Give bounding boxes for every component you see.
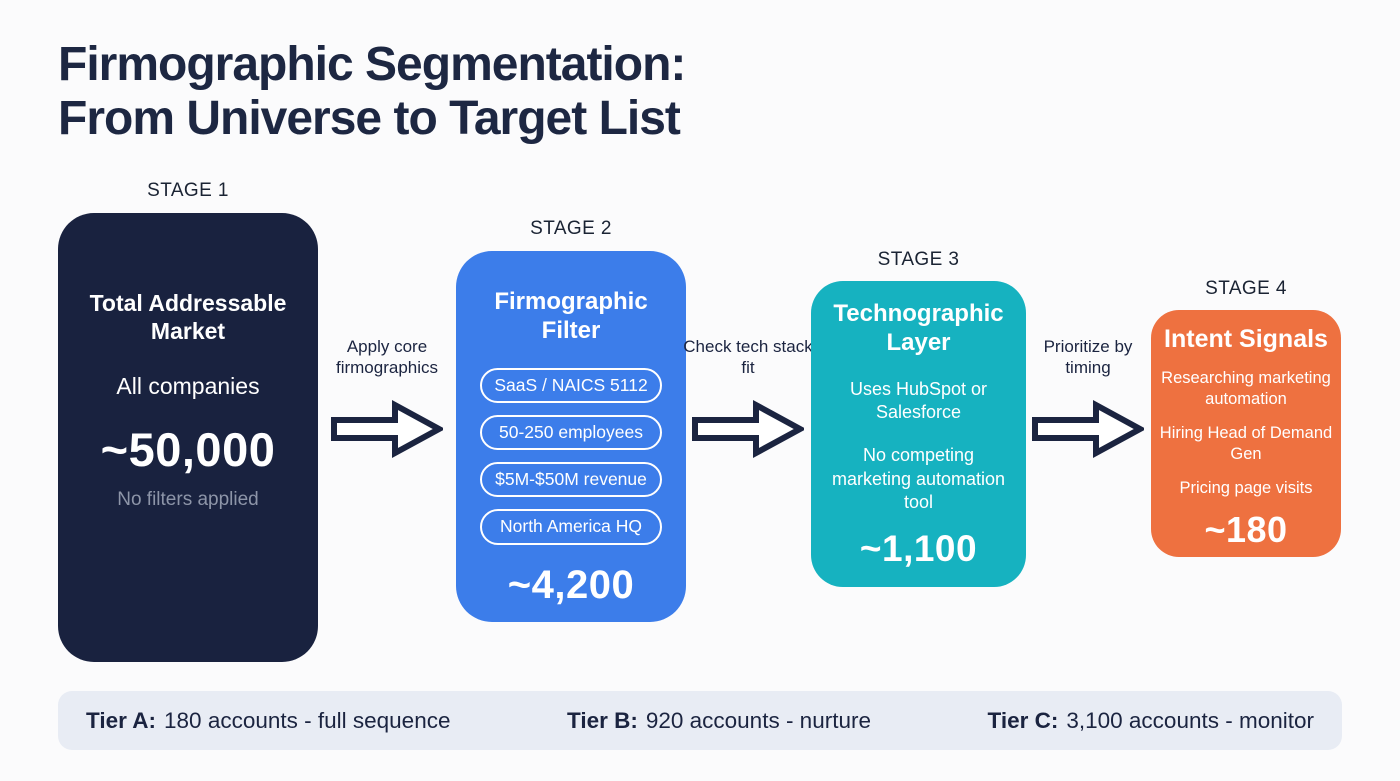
stage-item: Uses HubSpot or Salesforce xyxy=(849,378,988,422)
stage-card-total-addressable-market: Total Addressable Market All companies ~… xyxy=(58,213,318,662)
filter-pill: SaaS / NAICS 5112 xyxy=(480,367,662,403)
stage-count: ~50,000 xyxy=(100,423,276,477)
tier-item-c: Tier C: 3,100 accounts - monitor xyxy=(988,708,1315,734)
page-title-line1: Firmographic Segmentation: xyxy=(58,38,686,91)
tier-name: Tier B: xyxy=(566,707,638,733)
page-title: Firmographic Segmentation: From Universe… xyxy=(58,38,686,146)
filter-pill: $5M-$50M revenue xyxy=(480,462,662,498)
tier-text: 920 accounts - nurture xyxy=(645,707,871,733)
stage-card-technographic-layer: Technographic Layer Uses HubSpot or Sale… xyxy=(811,281,1026,587)
stage-card-firmographic-filter: Firmographic Filter SaaS / NAICS 5112 50… xyxy=(456,251,686,622)
stage-4-label: STAGE 4 xyxy=(1205,278,1287,299)
arrow-label: Apply core firmographics xyxy=(335,337,439,378)
stage-1-label: STAGE 1 xyxy=(147,180,229,201)
stage-heading: Technographic Layer xyxy=(833,300,1004,357)
stage-3-label: STAGE 3 xyxy=(877,249,960,270)
arrow-label: Check tech stack fit xyxy=(683,337,813,378)
filter-pill-stack: SaaS / NAICS 5112 50-250 employees $5M-$… xyxy=(480,367,662,545)
stage-item: No competing marketing automation tool xyxy=(831,445,1006,513)
tier-item-b: Tier B: 920 accounts - nurture xyxy=(567,708,871,734)
stage-heading: Intent Signals xyxy=(1164,325,1328,353)
stage-count: ~1,100 xyxy=(859,528,978,570)
stage-item: Pricing page visits xyxy=(1179,478,1313,497)
tier-text: 180 accounts - full sequence xyxy=(164,707,451,733)
footer-bar: Tier A: 180 accounts - full sequence Tier… xyxy=(58,691,1342,750)
arrow-right-icon xyxy=(1032,399,1144,458)
tier-name: Tier A: xyxy=(86,707,157,733)
stage-heading: Total Addressable Market xyxy=(89,290,287,345)
tier-name: Tier C: xyxy=(987,707,1059,733)
stage-item: Researching marketing automation xyxy=(1161,368,1331,408)
arrow-group-3: Prioritize by timing xyxy=(1023,336,1153,459)
stage-subtext: All companies xyxy=(116,373,260,400)
stage-2-label: STAGE 2 xyxy=(530,218,612,239)
stage-item: Hiring Head of Demand Gen xyxy=(1159,423,1333,463)
arrow-right-icon xyxy=(331,399,443,458)
stage-card-intent-signals: Intent Signals Researching marketing aut… xyxy=(1151,310,1341,557)
arrow-label: Prioritize by timing xyxy=(1043,337,1133,378)
arrow-group-2: Check tech stack fit xyxy=(683,336,813,459)
arrow-group-1: Apply core firmographics xyxy=(322,336,452,459)
filter-pill: North America HQ xyxy=(480,509,662,545)
arrow-right-icon xyxy=(692,399,804,458)
tier-text: 3,100 accounts - monitor xyxy=(1066,707,1314,733)
filter-pill: 50-250 employees xyxy=(480,414,662,451)
tier-item-a: Tier A: 180 accounts - full sequence xyxy=(86,708,450,734)
stage-count: ~180 xyxy=(1204,509,1288,551)
page-title-line2: From Universe to Target List xyxy=(58,92,681,146)
stage-heading: Firmographic Filter xyxy=(494,288,648,345)
stage-count: ~4,200 xyxy=(507,562,635,607)
stage-note: No filters applied xyxy=(117,489,259,511)
